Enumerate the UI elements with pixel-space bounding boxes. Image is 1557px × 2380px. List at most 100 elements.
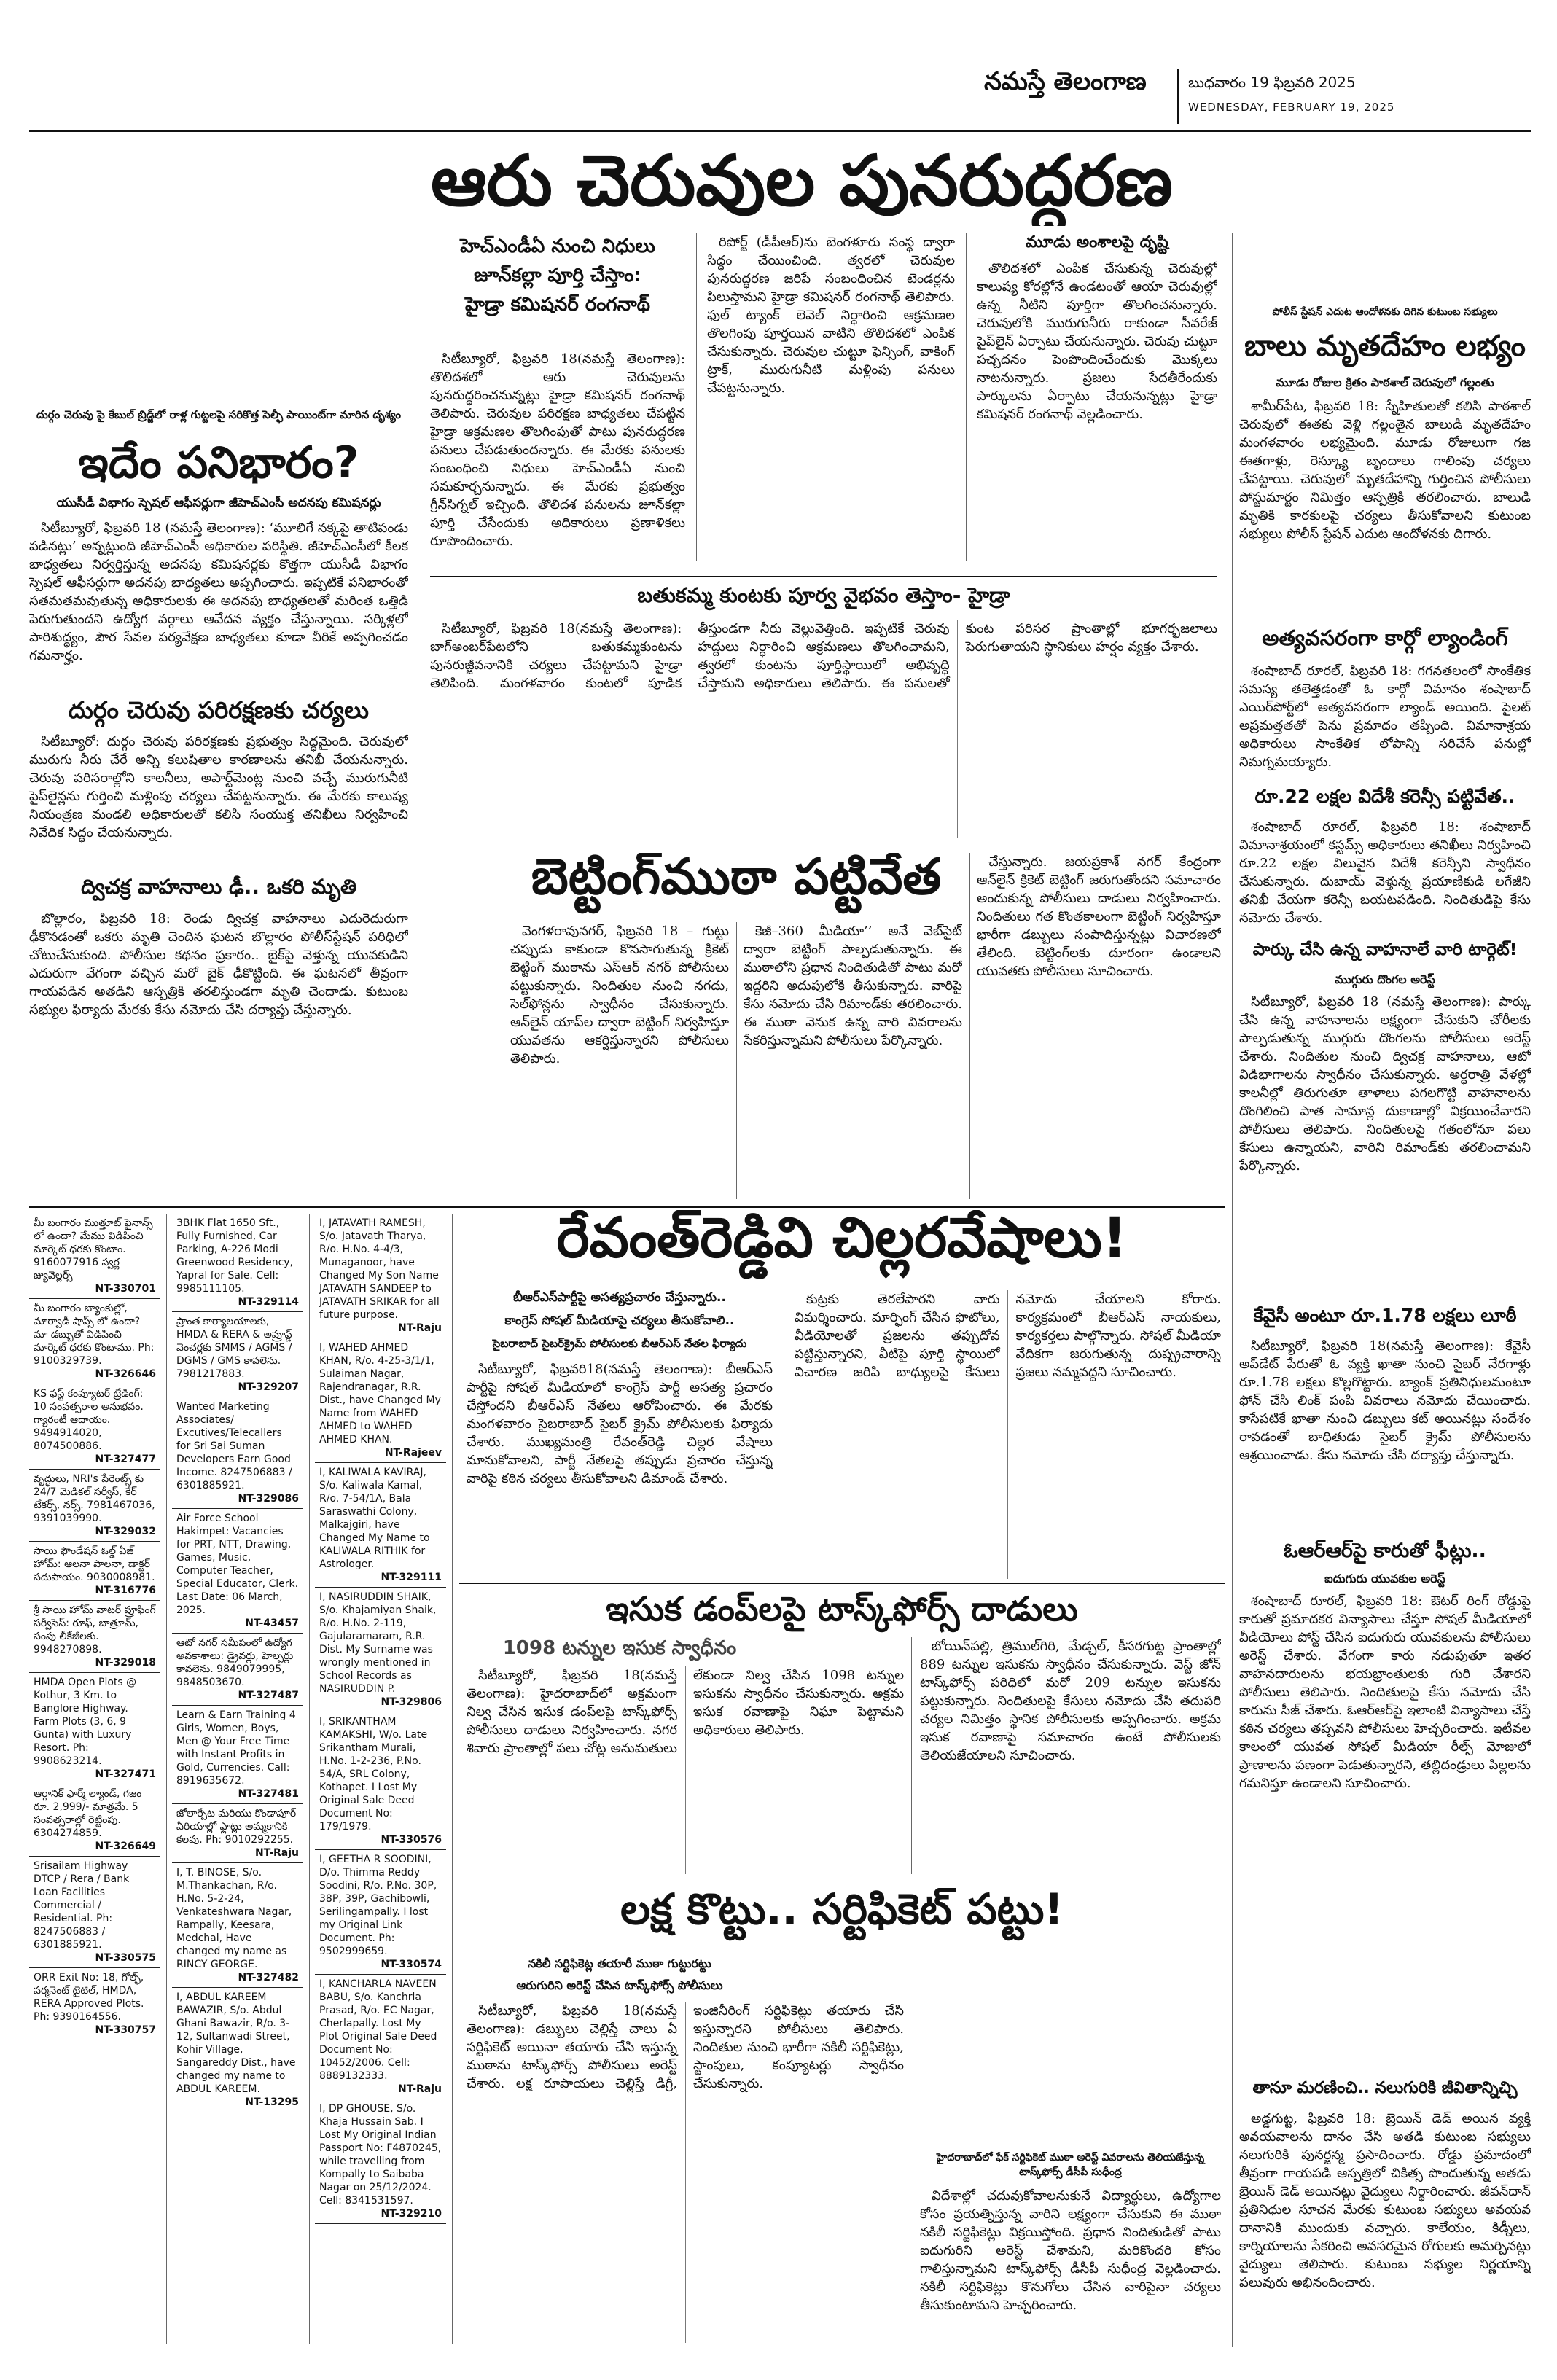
lakh-col-1: సిటీబ్యూరో, ఫిబ్రవరి 18(నమస్తే తెలంగాణ):…: [467, 2002, 904, 2343]
betting-col-rule-2: [969, 853, 970, 1199]
right-body-3: శంషాబాద్ రూరల్, ఫిబ్రవరి 18: శంషాబాద్ వి…: [1239, 818, 1531, 935]
right-body-1: శామీర్‌పేట, ఫిబ్రవరి 18: స్నేహితులతో కలి…: [1239, 397, 1531, 620]
lead-headline: ఆరు చెరువుల పునరుద్ధరణ: [431, 146, 1173, 222]
classified-ad-text: I, KANCHARLA NAVEEN BABU, S/o. Kanchrla …: [319, 1978, 437, 2082]
right-body-2: శంషాబాద్ రూరల్, ఫిబ్రవరి 18: గగనతలంలో సా…: [1239, 662, 1531, 782]
revanth-headline: రేవంత్‌రెడ్డివి చిల్లరవేషాలు!: [556, 1210, 1128, 1270]
classified-ad: I, ABDUL KAREEM BAWAZIR, S/o. Abdul Ghan…: [172, 1988, 303, 2112]
revanth-kicker-3: సైబరాబాద్ సైబర్‌క్రైమ్ పోలీసులకు బీఆర్ఎస…: [492, 1337, 747, 1350]
classified-ad-text: ప్రాంత కార్యాలయాలకు, HMDA & RERA & అప్రూ…: [176, 1316, 292, 1380]
left-headline-1: ఇదేం పనిభారం?: [78, 437, 359, 488]
classified-ad-text: I, GEETHA R SOODINI, D/o. Thimma Reddy S…: [319, 1854, 437, 1957]
classified-ad: ORR Exit No: 18, గోల్ఫ్, పర్మనెంట్ టైటిల…: [29, 1968, 160, 2040]
classified-ad-code: NT-13295: [245, 2096, 299, 2108]
left-photo-caption: దుర్గం చెరువు పై కేబుల్ బ్రిడ్జ్‌లో రాళ్…: [36, 408, 401, 421]
classified-ad-text: మీ బంగారం ముత్తూట్ ఫైనాన్స్ లో ఉందా? మేమ…: [34, 1217, 153, 1281]
classified-ad-text: I, T. BINOSE, S/o. M.Thankachan, R/o. H.…: [176, 1867, 292, 1970]
bathukamma-text: సిటీబ్యూరో, ఫిబ్రవరి 18(నమస్తే తెలంగాణ):…: [430, 621, 1217, 691]
classified-ad-code: NT-330757: [95, 2024, 156, 2036]
right-text-2: శంషాబాద్ రూరల్, ఫిబ్రవరి 18: గగనతలంలో సా…: [1239, 663, 1531, 770]
revanth-col-2: కుట్రకు తెరలేపారని వారు విమర్శించారు. మా…: [795, 1290, 1221, 1579]
lead-col-3-text: తొలిదశలో ఎంపిక చేసుకున్న చెరువుల్లో కాలు…: [977, 261, 1217, 422]
date-english: WEDNESDAY, FEBRUARY 19, 2025: [1188, 101, 1395, 114]
left-body-2: సిటీబ్యూరో: దుర్గం చెరువు పరిరక్షణకు ప్ర…: [29, 733, 408, 871]
classified-ad-code: NT-Rajeev: [384, 1447, 442, 1459]
classified-ad-code: NT-329032: [95, 1526, 156, 1537]
lakh-col-1-text: సిటీబ్యూరో, ఫిబ్రవరి 18(నమస్తే తెలంగాణ):…: [467, 2003, 904, 2091]
lakh-sub-2: ఆరుగురిని అరెస్ట్ చేసిన టాస్క్‌ఫోర్స్ పో…: [516, 1978, 723, 1992]
classified-ad-code: NT-Raju: [397, 2083, 442, 2095]
sand-col-2-text: బోయిన్‌పల్లి, త్రిముల్‌గిరి, మేడ్చల్, కీ…: [920, 1639, 1221, 1763]
classified-ad-text: I, JATAVATH RAMESH, S/o. Jatavath Tharya…: [319, 1217, 440, 1321]
lead-col-rule-2: [966, 233, 967, 561]
classified-ad: I, KANCHARLA NAVEEN BABU, S/o. Kanchrla …: [315, 1975, 446, 2099]
classified-ad-code: NT-329114: [238, 1296, 299, 1308]
lakh-sub: నకిలీ సర్టిఫికెట్ల తయారీ ముఠా గుట్టురట్ట…: [528, 1956, 711, 1970]
date-telugu: బుధవారం 19 ఫిబ్రవరి 2025: [1188, 74, 1356, 91]
right-text-4: సిటీబ్యూరో, ఫిబ్రవరి 18 (నమస్తే తెలంగాణ)…: [1239, 994, 1531, 1174]
header-rule: [29, 130, 1531, 132]
classifieds-rule-3: [452, 1214, 453, 2344]
classified-ad-code: NT-329806: [381, 1696, 442, 1708]
right-text-5: సిటీబ్యూరో, ఫిబ్రవరి 18(నమస్తే తెలంగాణ):…: [1239, 1338, 1531, 1463]
sand-col-rule: [911, 1637, 912, 1874]
masthead: నమస్తే తెలంగాణ: [984, 67, 1147, 96]
left-text-2: సిటీబ్యూరో: దుర్గం చెరువు పరిరక్షణకు ప్ర…: [29, 734, 408, 840]
bathukamma-body: సిటీబ్యూరో, ఫిబ్రవరి 18(నమస్తే తెలంగాణ):…: [430, 620, 1217, 838]
right-sub-6: ఐదుగురు యువకుల అరెస్ట్: [1324, 1572, 1445, 1585]
classified-ad-text: జోలార్పేట మరియు కొండాపూర్ ఏరియాల్లో ఫ్లా…: [176, 1808, 297, 1846]
classified-ad-text: Wanted Marketing Associates/ Excutives/T…: [176, 1401, 292, 1491]
classifieds-col-2: 3BHK Flat 1650 Sft., Fully Furnished, Ca…: [172, 1214, 303, 2344]
classified-ad-text: సాయి ఫౌండేషన్ ఓల్డ్ ఏజ్ హోమ్: ఆలనా పాలనా…: [34, 1545, 155, 1583]
classified-ad: మీ బంగారం బ్యాంకుల్లో, మార్వాడీ షాప్స్ ల…: [29, 1299, 160, 1384]
right-body-7: అడ్డగుట్ట, ఫిబ్రవరి 18: బ్రెయిన్ డెడ్ అయ…: [1239, 2110, 1531, 2343]
right-text-7: అడ్డగుట్ట, ఫిబ్రవరి 18: బ్రెయిన్ డెడ్ అయ…: [1239, 2111, 1531, 2290]
classified-ad: ఆటో నగర్ సమీపంలో ఉద్యోగ అవకాశాలు: డ్రైవర…: [172, 1634, 303, 1706]
sand-headline: ఇసుక డంప్‌లపై టాస్క్‌ఫోర్స్ దాడులు: [606, 1589, 1078, 1628]
classifieds-rule-1: [166, 1214, 167, 2344]
left-headline-3: ద్విచక్ర వాహనాలు ఢీ.. ఒకరి మృతి: [81, 875, 356, 899]
right-headline-1: బాలు మృతదేహం లభ్యం: [1244, 329, 1526, 363]
classified-ad-code: NT-327482: [238, 1972, 299, 1983]
classified-ad: I, JATAVATH RAMESH, S/o. Jatavath Tharya…: [315, 1214, 446, 1338]
classified-ad-code: NT-330574: [381, 1959, 442, 1970]
lead-col-2-text: రిపోర్ట్ (డీపీఆర్)ను బెంగళూరు సంస్థ ద్వా…: [707, 235, 955, 396]
classified-ad: Learn & Earn Training 4 Girls, Women, Bo…: [172, 1706, 303, 1804]
right-headline-2: అత్యవసరంగా కార్గో ల్యాండింగ్: [1262, 625, 1508, 650]
left-text-1: సిటీబ్యూరో, ఫిబ్రవరి 18 (నమస్తే తెలంగాణ)…: [29, 520, 408, 663]
lead-sub-1: హెచ్ఎండీఏ నుంచి నిధులు: [460, 235, 655, 257]
right-headline-7: తానూ మరణించి.. నలుగురికి జీవితాన్నిచ్చి: [1252, 2079, 1518, 2097]
betting-headline: బెట్టింగ్‌ముఠా పట్టివేత: [531, 853, 942, 906]
classified-ad-code: NT-329111: [381, 1572, 442, 1583]
classified-ad: Wanted Marketing Associates/ Excutives/T…: [172, 1397, 303, 1509]
classified-ad-code: NT-327487: [238, 1690, 299, 1701]
classified-ad-code: NT-330575: [95, 1952, 156, 1964]
classified-ad: I, SRIKANTHAM KAMAKSHI, W/o. Late Srikan…: [315, 1712, 446, 1850]
betting-col-1: వెంగళరావునగర్, ఫిబ్రవరి 18 – గుట్టు చప్ప…: [510, 922, 729, 1199]
classified-ad: I, NASIRUDDIN SHAIK, S/o. Khajamiyan Sha…: [315, 1588, 446, 1712]
classified-ad-code: NT-330701: [95, 1283, 156, 1295]
classified-ad-text: I, KALIWALA KAVIRAJ, S/o. Kaliwala Kamal…: [319, 1467, 430, 1570]
revanth-col-1-text: సిటీబ్యూరో, ఫిబ్రవరి18(నమస్తే తెలంగాణ): …: [467, 1362, 773, 1486]
classified-ad-text: I, NASIRUDDIN SHAIK, S/o. Khajamiyan Sha…: [319, 1591, 437, 1695]
right-body-5: సిటీబ్యూరో, ఫిబ్రవరి 18(నమస్తే తెలంగాణ):…: [1239, 1337, 1531, 1534]
classified-ad-text: Air Force School Hakimpet: Vacancies for…: [176, 1513, 299, 1616]
classified-ad-code: NT-329210: [381, 2208, 442, 2220]
classified-ad: Srisailam Highway DTCP / Rera / Bank Loa…: [29, 1857, 160, 1968]
section-rule-4: [459, 1583, 1225, 1584]
classified-ad-code: NT-326646: [95, 1368, 156, 1380]
right-col-rule: [1232, 233, 1233, 2347]
classified-ad-code: NT-327477: [95, 1454, 156, 1465]
right-text-6: శంషాబాద్ రూరల్, ఫిబ్రవరి 18: ఔటర్ రింగ్ …: [1239, 1593, 1531, 1791]
sand-col-2: బోయిన్‌పల్లి, త్రిముల్‌గిరి, మేడ్చల్, కీ…: [920, 1637, 1221, 1874]
classified-ad-code: NT-Raju: [254, 1847, 299, 1859]
classified-ad: Air Force School Hakimpet: Vacancies for…: [172, 1509, 303, 1634]
classified-ad: ప్రాంత కార్యాలయాలకు, HMDA & RERA & అప్రూ…: [172, 1312, 303, 1397]
classified-ad-text: మీ బంగారం బ్యాంకుల్లో, మార్వాడీ షాప్స్ ల…: [34, 1303, 155, 1367]
classifieds-rule-2: [309, 1214, 310, 2344]
revanth-kicker-1: బీఆర్ఎస్‌పార్టీపై అసత్యప్రచారం చేస్తున్న…: [513, 1290, 726, 1305]
classified-ad-text: ఆర్గానిక్ ఫార్మ్ ల్యాండ్, గజం రూ. 2,999/…: [34, 1788, 142, 1839]
classified-ad: 3BHK Flat 1650 Sft., Fully Furnished, Ca…: [172, 1214, 303, 1312]
classified-ad-text: ఆటో నగర్ సమీపంలో ఉద్యోగ అవకాశాలు: డ్రైవర…: [176, 1637, 294, 1688]
left-sub-1: యుసీడీ విభాగం స్పెషల్ ఆఫీసర్లుగా జీహెచ్ఎ…: [56, 496, 381, 510]
